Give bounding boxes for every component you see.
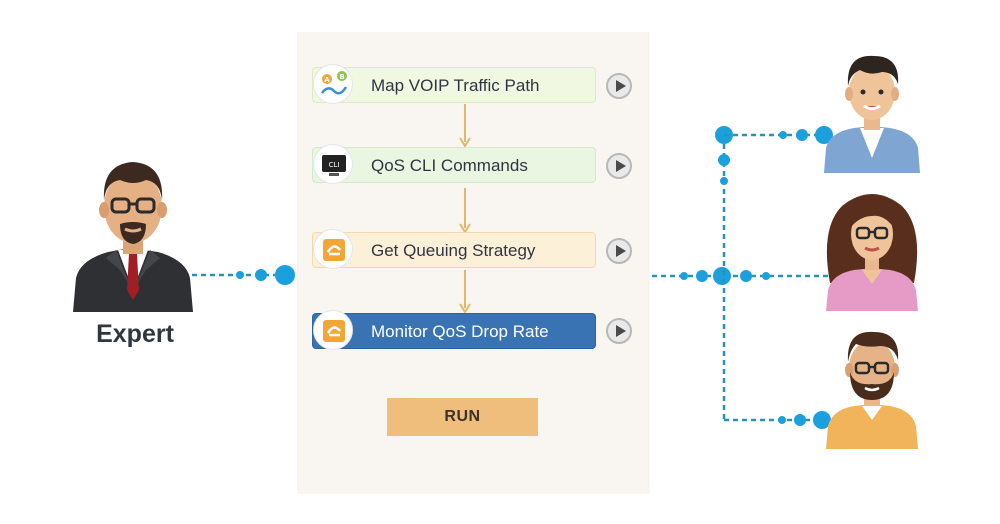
- play-button[interactable]: [606, 153, 632, 179]
- step-qos-cli-commands[interactable]: CLI QoS CLI Commands: [312, 144, 596, 184]
- svg-text:CLI: CLI: [329, 161, 340, 169]
- svg-text:A: A: [324, 76, 330, 84]
- step-label: Get Queuing Strategy: [371, 241, 536, 260]
- user-avatar-2: [826, 194, 918, 311]
- user-avatar-3: [826, 331, 918, 449]
- expert-label: Expert: [96, 320, 174, 348]
- step-label: Map VOIP Traffic Path: [371, 76, 540, 95]
- cli-terminal-icon: CLI: [313, 144, 353, 184]
- step-label: QoS CLI Commands: [371, 156, 528, 175]
- step-get-queuing-strategy[interactable]: Get Queuing Strategy: [312, 229, 596, 269]
- step-map-voip-traffic-path[interactable]: A B Map VOIP Traffic Path: [312, 64, 596, 104]
- play-button[interactable]: [606, 238, 632, 264]
- step-label: Monitor QoS Drop Rate: [371, 322, 549, 341]
- user-avatar-1: [824, 55, 920, 173]
- play-button[interactable]: [606, 73, 632, 99]
- qos-queue-icon: [313, 229, 353, 269]
- flow-arrows: [459, 104, 471, 314]
- svg-text:B: B: [339, 73, 344, 81]
- expert-avatar: [73, 162, 193, 312]
- play-button[interactable]: [606, 318, 632, 344]
- map-route-icon: A B: [313, 64, 353, 104]
- run-button[interactable]: RUN: [387, 398, 538, 436]
- step-monitor-qos-drop-rate[interactable]: Monitor QoS Drop Rate: [312, 310, 596, 350]
- qos-monitor-icon: [313, 310, 353, 350]
